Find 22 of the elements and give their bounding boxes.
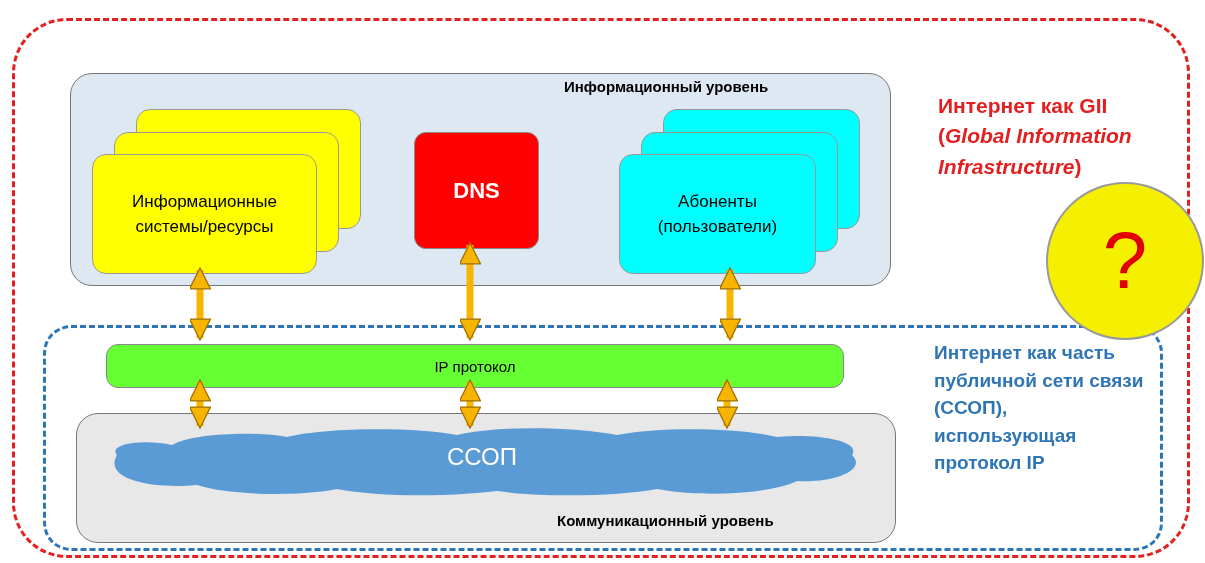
double-arrow: [188, 379, 212, 429]
double-arrow: [458, 242, 482, 341]
dashed-region: [12, 18, 1190, 558]
dashed-region: [43, 325, 1163, 551]
node-label: Коммуникационный уровень: [557, 512, 775, 529]
node-label: Интернет как GII (Global Information Infrastructure): [938, 93, 1133, 180]
double-arrow: [718, 267, 742, 341]
question-circle: ?: [1046, 182, 1204, 340]
double-arrow: [188, 267, 212, 341]
double-arrow: [458, 379, 482, 429]
node-label: Интернет как часть публичной сети связи (ССОП), использующая протокол IP: [934, 341, 1145, 476]
layer-panel: [70, 73, 891, 286]
layer-panel: [76, 413, 896, 543]
protocol-bar: IP протокол: [106, 344, 844, 388]
node-label: Абоненты (пользователи): [656, 190, 779, 238]
node-label: Информационные системы/ресурсы: [131, 190, 278, 238]
card-stack: [92, 109, 362, 274]
dns-box: DNS: [414, 132, 539, 249]
node-label: Информационный уровень: [564, 78, 770, 95]
double-arrow: [715, 379, 739, 429]
node-label: ССОП: [445, 443, 519, 471]
card-stack: [619, 109, 860, 274]
